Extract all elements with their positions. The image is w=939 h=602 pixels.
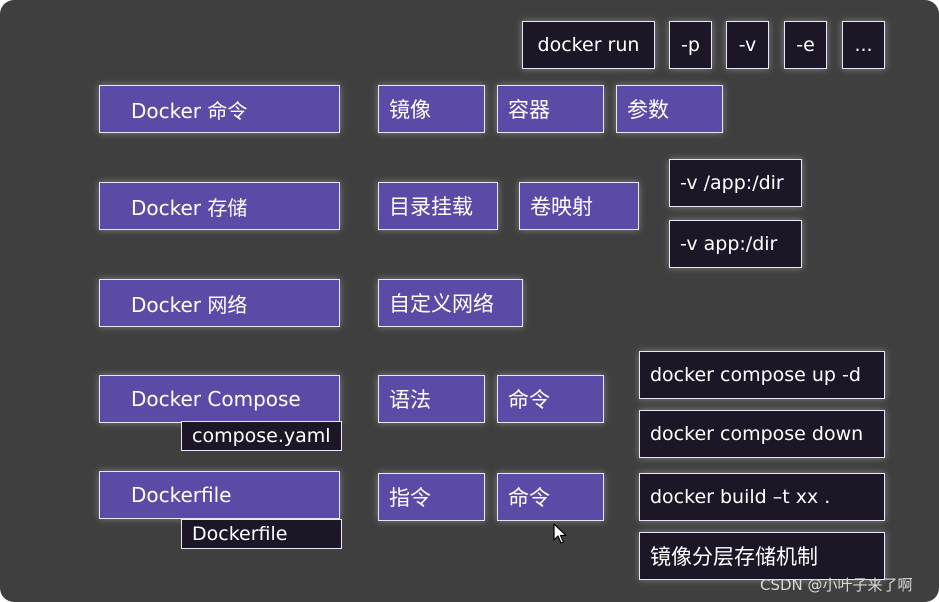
more-flags-box: ... [842, 21, 885, 69]
parameters-box: 参数 [616, 85, 723, 133]
dockerfile-box: Dockerfile [99, 471, 340, 519]
docker-network-box: Docker 网络 [99, 279, 340, 327]
compose-up-example: docker compose up -d [639, 351, 885, 399]
port-flag-box: -p [669, 21, 712, 69]
image-layer-storage-box: 镜像分层存储机制 [639, 532, 885, 580]
docker-run-box: docker run [522, 21, 655, 69]
dockerfile-commands-box: 命令 [497, 473, 604, 521]
docker-storage-box: Docker 存储 [99, 182, 340, 230]
docker-build-example: docker build –t xx . [639, 473, 885, 521]
volume-mapping-box: 卷映射 [519, 182, 639, 230]
container-box: 容器 [497, 85, 604, 133]
volume-flag-box: -v [726, 21, 769, 69]
compose-syntax-box: 语法 [378, 375, 485, 423]
bind-mount-example: -v /app:/dir [669, 159, 802, 207]
env-flag-box: -e [784, 21, 827, 69]
docker-commands-box: Docker 命令 [99, 85, 340, 133]
instructions-box: 指令 [378, 473, 485, 521]
dockerfile-file-box: Dockerfile [181, 519, 342, 549]
custom-network-box: 自定义网络 [378, 279, 523, 327]
compose-file-box: compose.yaml [181, 421, 342, 451]
mouse-pointer-icon [553, 523, 567, 544]
compose-commands-box: 命令 [497, 375, 604, 423]
compose-down-example: docker compose down [639, 410, 885, 458]
volume-example: -v app:/dir [669, 220, 802, 268]
docker-compose-box: Docker Compose [99, 375, 340, 423]
bind-mount-box: 目录挂载 [378, 182, 498, 230]
watermark-text: CSDN @小叶子来了啊 [760, 576, 913, 594]
image-box: 镜像 [378, 85, 485, 133]
